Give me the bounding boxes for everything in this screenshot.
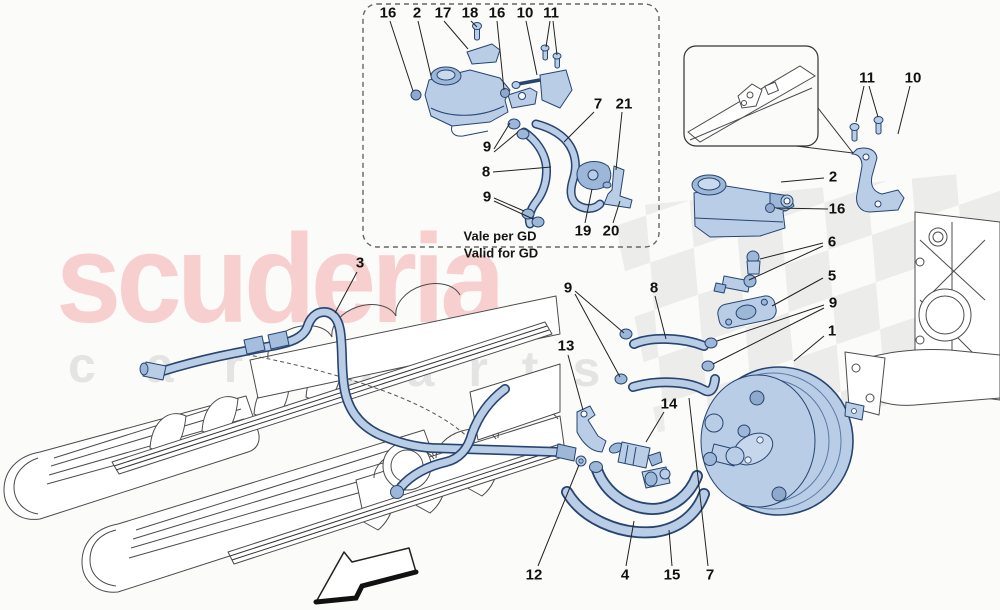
clamp-12 bbox=[575, 455, 587, 467]
leader-lines bbox=[334, 20, 911, 567]
brake-servo-1 bbox=[700, 366, 865, 516]
leader-line-9 bbox=[493, 122, 511, 150]
inset-pointer-lines bbox=[795, 107, 854, 154]
leader-line-14 bbox=[645, 411, 665, 443]
leader-line-5 bbox=[771, 277, 824, 307]
leader-line-19 bbox=[584, 188, 593, 224]
gd-note-line2: Valid for GD bbox=[463, 245, 539, 261]
leader-line-18 bbox=[470, 20, 478, 28]
reservoir-2 bbox=[691, 174, 795, 238]
leader-line-9 bbox=[574, 290, 625, 334]
leader-line-11 bbox=[552, 20, 558, 56]
leader-line-7 bbox=[688, 397, 709, 567]
leader-line-8 bbox=[654, 295, 667, 340]
leader-line-9 bbox=[712, 307, 825, 365]
leader-line-2 bbox=[417, 20, 432, 77]
leader-line-17 bbox=[443, 20, 469, 50]
leader-line-8 bbox=[492, 166, 552, 173]
leader-line-9 bbox=[493, 197, 525, 212]
hose-4 bbox=[589, 461, 703, 515]
leader-line-6 bbox=[748, 245, 824, 281]
leader-line-9 bbox=[574, 293, 621, 378]
leader-line-13 bbox=[567, 354, 584, 411]
engine-line-art bbox=[3, 283, 567, 593]
hose-7 bbox=[614, 360, 720, 397]
leader-line-7 bbox=[563, 111, 595, 143]
vacuum-pipe-3 bbox=[139, 307, 577, 462]
leader-line-21 bbox=[615, 111, 623, 171]
leader-line-16 bbox=[389, 20, 414, 92]
leader-line-10 bbox=[897, 85, 911, 135]
leader-line-11 bbox=[545, 20, 551, 48]
check-valve-14 bbox=[608, 441, 663, 469]
screws-11 bbox=[849, 116, 884, 142]
sensors-6 bbox=[713, 250, 761, 294]
leader-line-16 bbox=[775, 207, 829, 210]
plate-5 bbox=[717, 295, 777, 329]
leader-line-2 bbox=[780, 177, 825, 183]
leader-line-11 bbox=[855, 85, 865, 123]
leader-line-1 bbox=[793, 335, 825, 362]
leader-line-9 bbox=[493, 131, 519, 153]
leader-line-6 bbox=[759, 242, 824, 260]
pedal-bracket-assembly bbox=[844, 211, 1000, 416]
gd-note-line1: Vale per GD bbox=[463, 228, 537, 244]
leader-line-4 bbox=[625, 520, 635, 567]
leader-line-9 bbox=[716, 304, 825, 342]
servo-bracket-10 bbox=[849, 116, 905, 213]
hydraulic-components bbox=[139, 116, 905, 539]
bracket-13 bbox=[576, 405, 607, 453]
direction-arrow bbox=[313, 547, 419, 605]
vacuum-pipe-branch bbox=[390, 384, 510, 499]
leader-line-11 bbox=[868, 85, 879, 118]
location-inset-box bbox=[683, 45, 854, 154]
leader-line-16 bbox=[496, 20, 505, 91]
leader-line-20 bbox=[612, 200, 621, 224]
leader-line-10 bbox=[525, 20, 538, 76]
leader-line-15 bbox=[668, 529, 673, 567]
hose-15 bbox=[561, 486, 710, 539]
leader-line-9 bbox=[493, 200, 534, 220]
gd-inset-box bbox=[362, 3, 660, 248]
gd-reservoir-group bbox=[410, 22, 633, 229]
hose-fitting bbox=[641, 466, 671, 489]
leader-line-3 bbox=[334, 271, 358, 314]
chassis-rail-art bbox=[687, 65, 816, 143]
leader-line-12 bbox=[537, 464, 580, 567]
